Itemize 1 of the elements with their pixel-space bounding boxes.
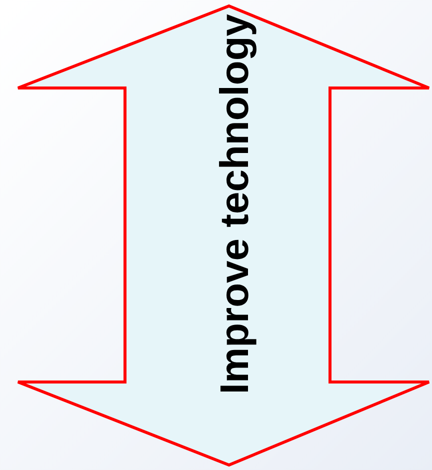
node-text: Improve technology: [213, 14, 258, 394]
